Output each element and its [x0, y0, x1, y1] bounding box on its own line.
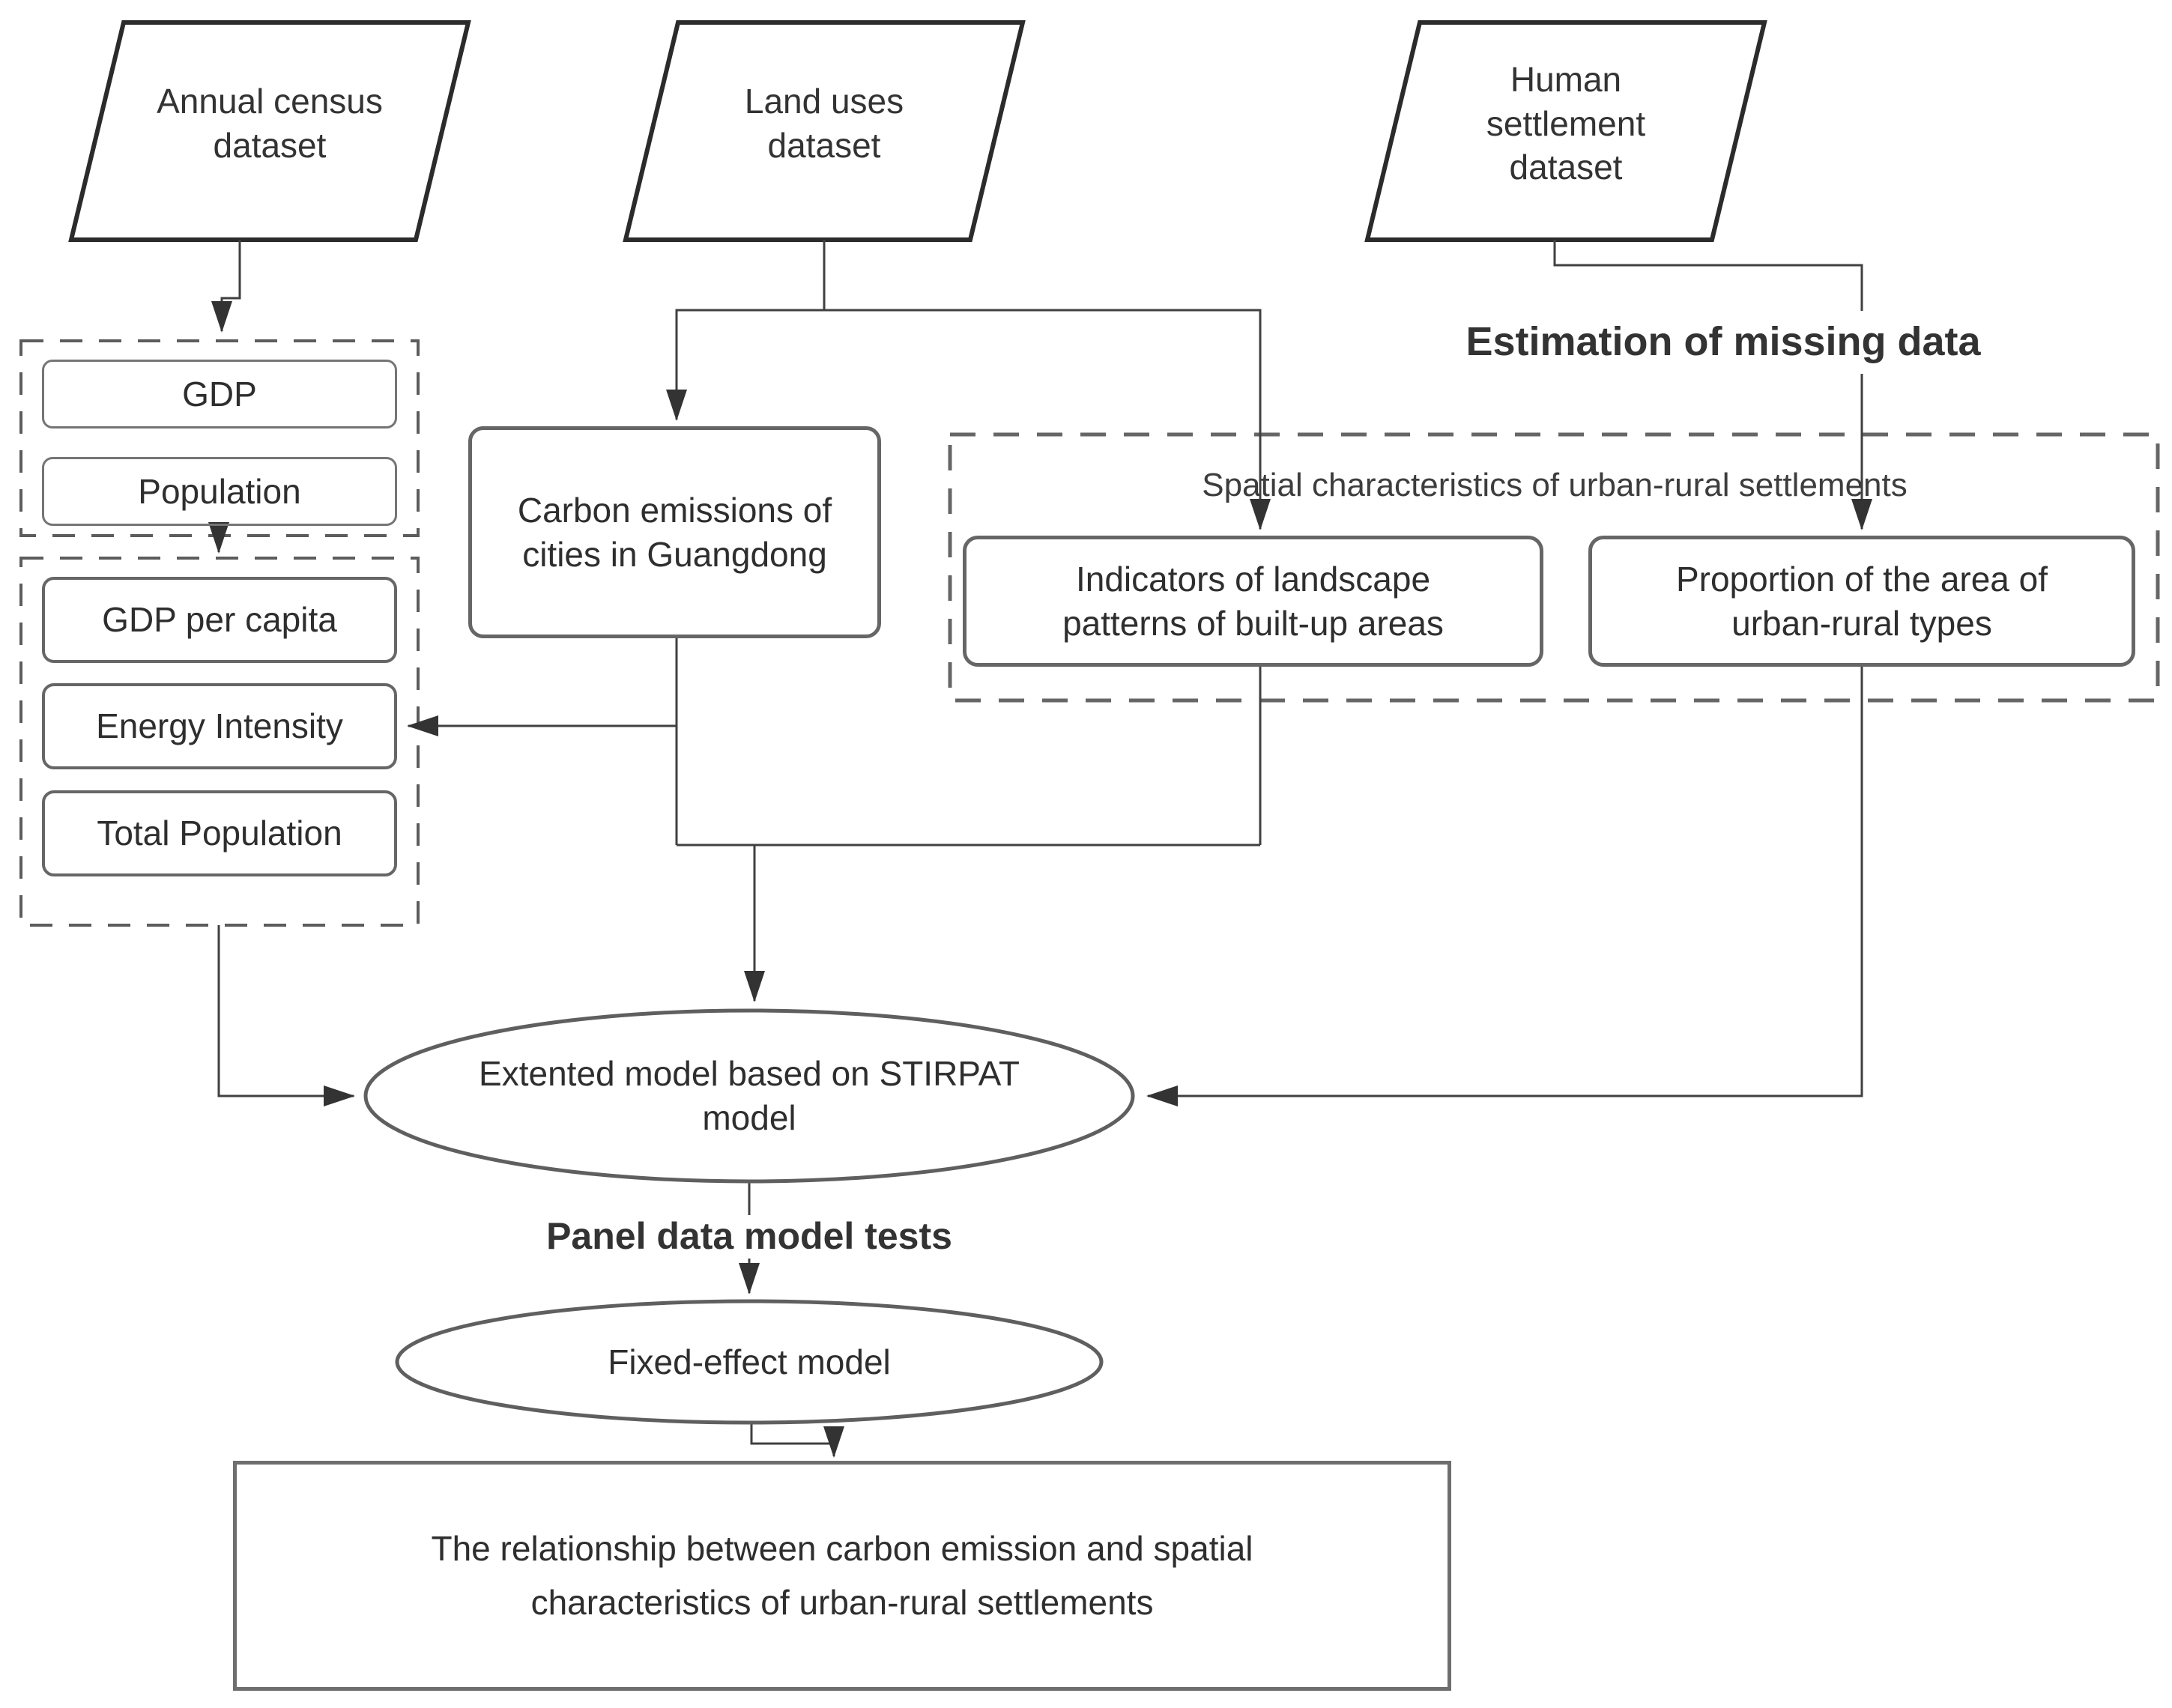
connector-census-to-raw-group: [211, 240, 241, 333]
proportion-area-box: Proportion of the area of urban-rural ty…: [1588, 536, 2135, 667]
connector-landuses-to-indicators: [824, 309, 1271, 530]
spatial-characteristics-label: Spatial characteristics of urban-rural s…: [1202, 466, 1908, 503]
result-relationship-box: The relationship between carbon emission…: [233, 1461, 1451, 1691]
parallelogram-land-uses-dataset: [623, 20, 1026, 242]
dashed-group-derived-census: [19, 557, 420, 927]
connector-proportion-to-stirpat: [1146, 667, 1863, 1106]
parallelogram-human-settlement-dataset: [1364, 20, 1767, 242]
ellipse-stirpat-model: [363, 1008, 1135, 1184]
land-uses-dataset-label: Land uses dataset: [744, 82, 904, 165]
connector-landuses-to-carbon: [666, 240, 826, 421]
ellipse-fixed-effect-model: [395, 1299, 1104, 1425]
energy-intensity-box: Energy Intensity: [42, 683, 397, 769]
fixed-effect-model-label: Fixed-effect model: [608, 1342, 891, 1381]
gdp-box: GDP: [42, 360, 397, 428]
human-settlement-dataset-label: Human settlement dataset: [1486, 59, 1646, 187]
carbon-emissions-box: Carbon emissions of cities in Guangdong: [468, 426, 881, 638]
gdp-per-capita-box: GDP per capita: [42, 577, 397, 663]
connector-settlement-to-proportion: [1553, 240, 1872, 530]
population-box: Population: [42, 457, 397, 526]
panel-data-model-tests-label: Panel data model tests: [546, 1215, 952, 1257]
connector-fixedeffect-to-result: [750, 1423, 844, 1458]
stirpat-model-label: Extented model based on STIRPAT model: [479, 1054, 1020, 1137]
total-population-box: Total Population: [42, 790, 397, 876]
connector-totalpop-to-stirpat: [217, 925, 355, 1106]
annual-census-dataset-label: Annual census dataset: [157, 82, 383, 165]
indicators-landscape-box: Indicators of landscape patterns of buil…: [963, 536, 1543, 667]
estimation-missing-data-label: Estimation of missing data: [1461, 311, 1985, 374]
parallelogram-annual-census-dataset: [68, 20, 471, 242]
